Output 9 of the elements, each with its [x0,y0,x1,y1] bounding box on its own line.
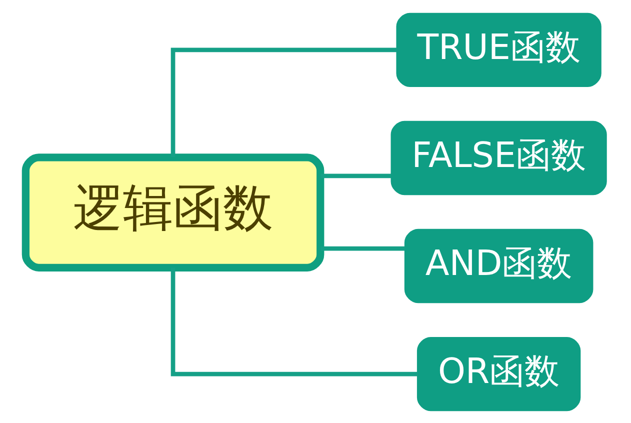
connector [320,173,391,178]
node-box: OR函数 [416,336,580,411]
connector [170,267,417,376]
node-box: FALSE函数 [390,120,606,195]
connector [170,47,396,157]
node-box: 逻辑函数 [21,153,324,271]
node-box: TRUE函数 [396,12,601,87]
connector [320,246,404,250]
node-box: AND函数 [404,228,593,303]
